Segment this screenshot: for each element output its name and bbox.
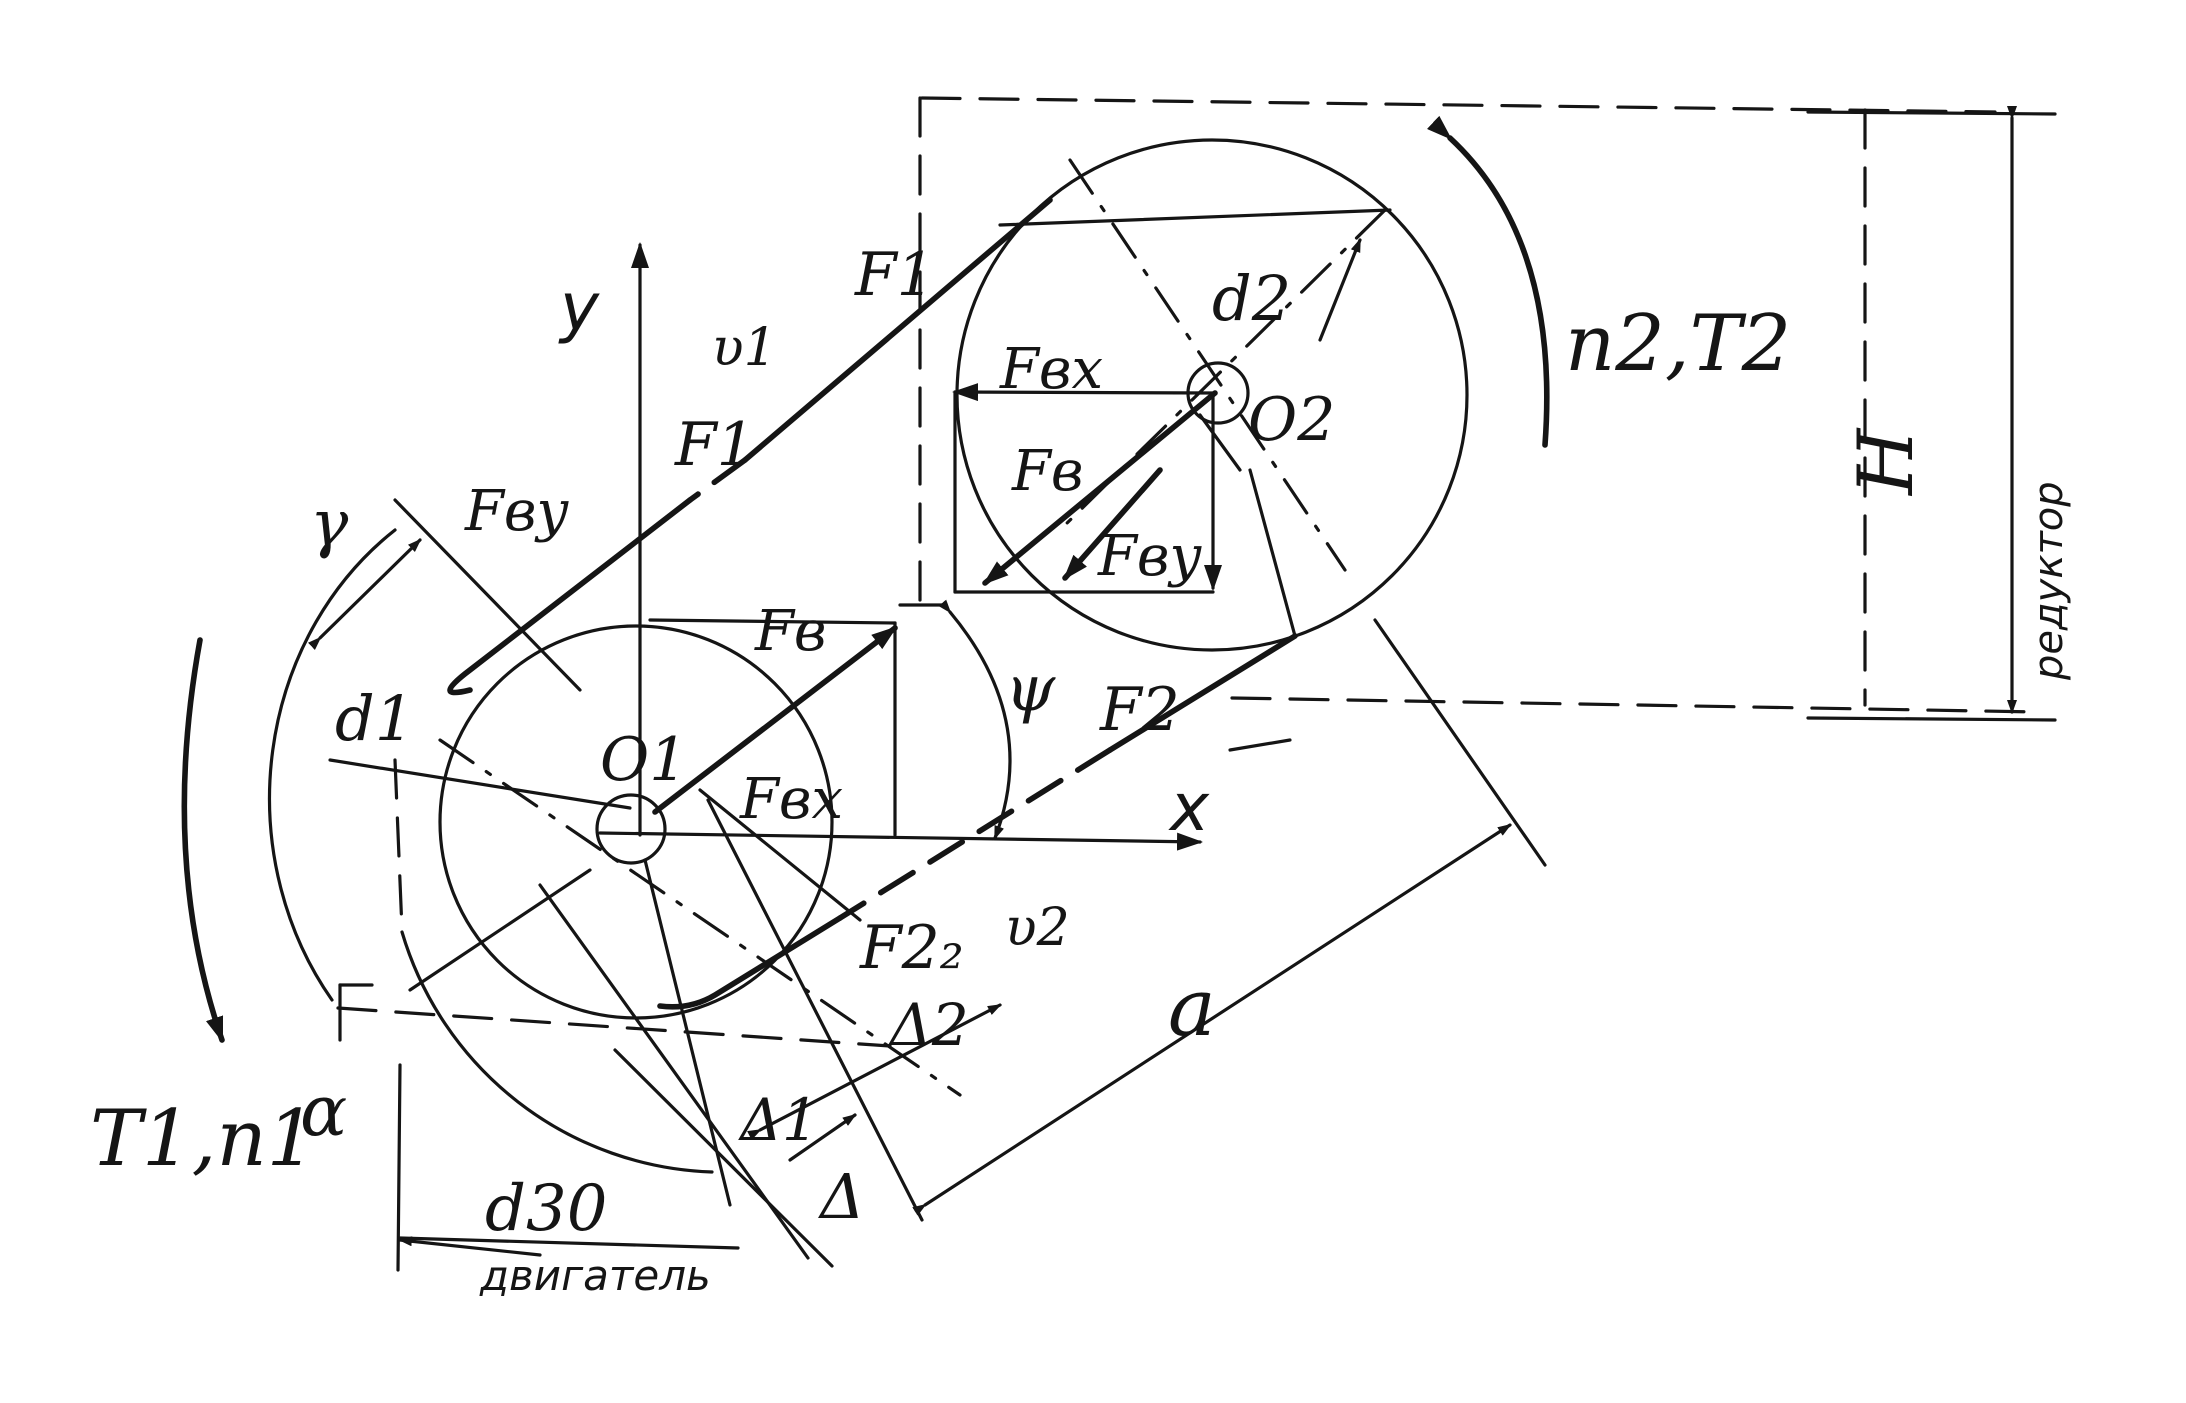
- T1-n1-label: T1,n1: [90, 1094, 316, 1184]
- center-O1-label: O1: [600, 725, 687, 795]
- force-F2-label: F2: [1099, 675, 1180, 745]
- center-O2-label: O2: [1248, 385, 1335, 455]
- force-Fby-left-label: Fвy: [464, 479, 569, 544]
- y-axis-label: y: [558, 269, 600, 346]
- outer-arc: [267, 528, 397, 1002]
- force-Fb-bottom-label: Fв: [754, 599, 826, 664]
- force-F1-top-label: F1: [854, 240, 935, 310]
- reducer-label: редуктор: [2026, 481, 2072, 681]
- v2-label: υ2: [1005, 898, 1070, 958]
- alpha-label: α: [300, 1070, 347, 1152]
- delta2-label: Δ2: [888, 991, 969, 1059]
- force-F22-label: F2₂: [859, 913, 964, 983]
- height-H-label: H: [1841, 427, 1930, 497]
- delta-label: Δ: [818, 1160, 865, 1233]
- height-dimension: [1806, 106, 2057, 722]
- force-Fby-right-label: Fвy: [1097, 524, 1202, 589]
- distance-a-label: a: [1168, 961, 1216, 1054]
- motor-label: двигатель: [479, 1251, 711, 1300]
- force-Fbx-top-label: Fвx: [999, 337, 1103, 402]
- delta1-label: Δ1: [738, 1086, 819, 1154]
- motor-base-line: [336, 983, 892, 1048]
- n2-T2-label: n2,T2: [1565, 299, 1791, 389]
- diameter-d1-label: d1: [335, 682, 414, 755]
- dimension-lines: [307, 208, 1512, 1272]
- x-axis-label: x: [1168, 769, 1210, 846]
- center-lines: [393, 158, 1547, 1268]
- gamma-label: γ: [310, 487, 349, 561]
- force-components: [648, 383, 1222, 837]
- diameter-d2-label: d2: [1212, 262, 1291, 335]
- reducer-housing: [918, 96, 2042, 714]
- force-F1-mid-label: F1: [674, 410, 755, 480]
- v1-label: υ1: [712, 318, 777, 378]
- diameter-d30-label: d30: [485, 1172, 607, 1246]
- rotation-arrow-2: [1427, 115, 1550, 448]
- belt: [447, 197, 1298, 1010]
- force-Fb-top-label: Fв: [1011, 439, 1083, 504]
- psi-label: ψ: [1005, 652, 1056, 726]
- rotation-arrow-1: [181, 637, 225, 1043]
- psi-arc: [938, 599, 1012, 840]
- force-Fbx-bottom-label: Fвx: [739, 767, 843, 832]
